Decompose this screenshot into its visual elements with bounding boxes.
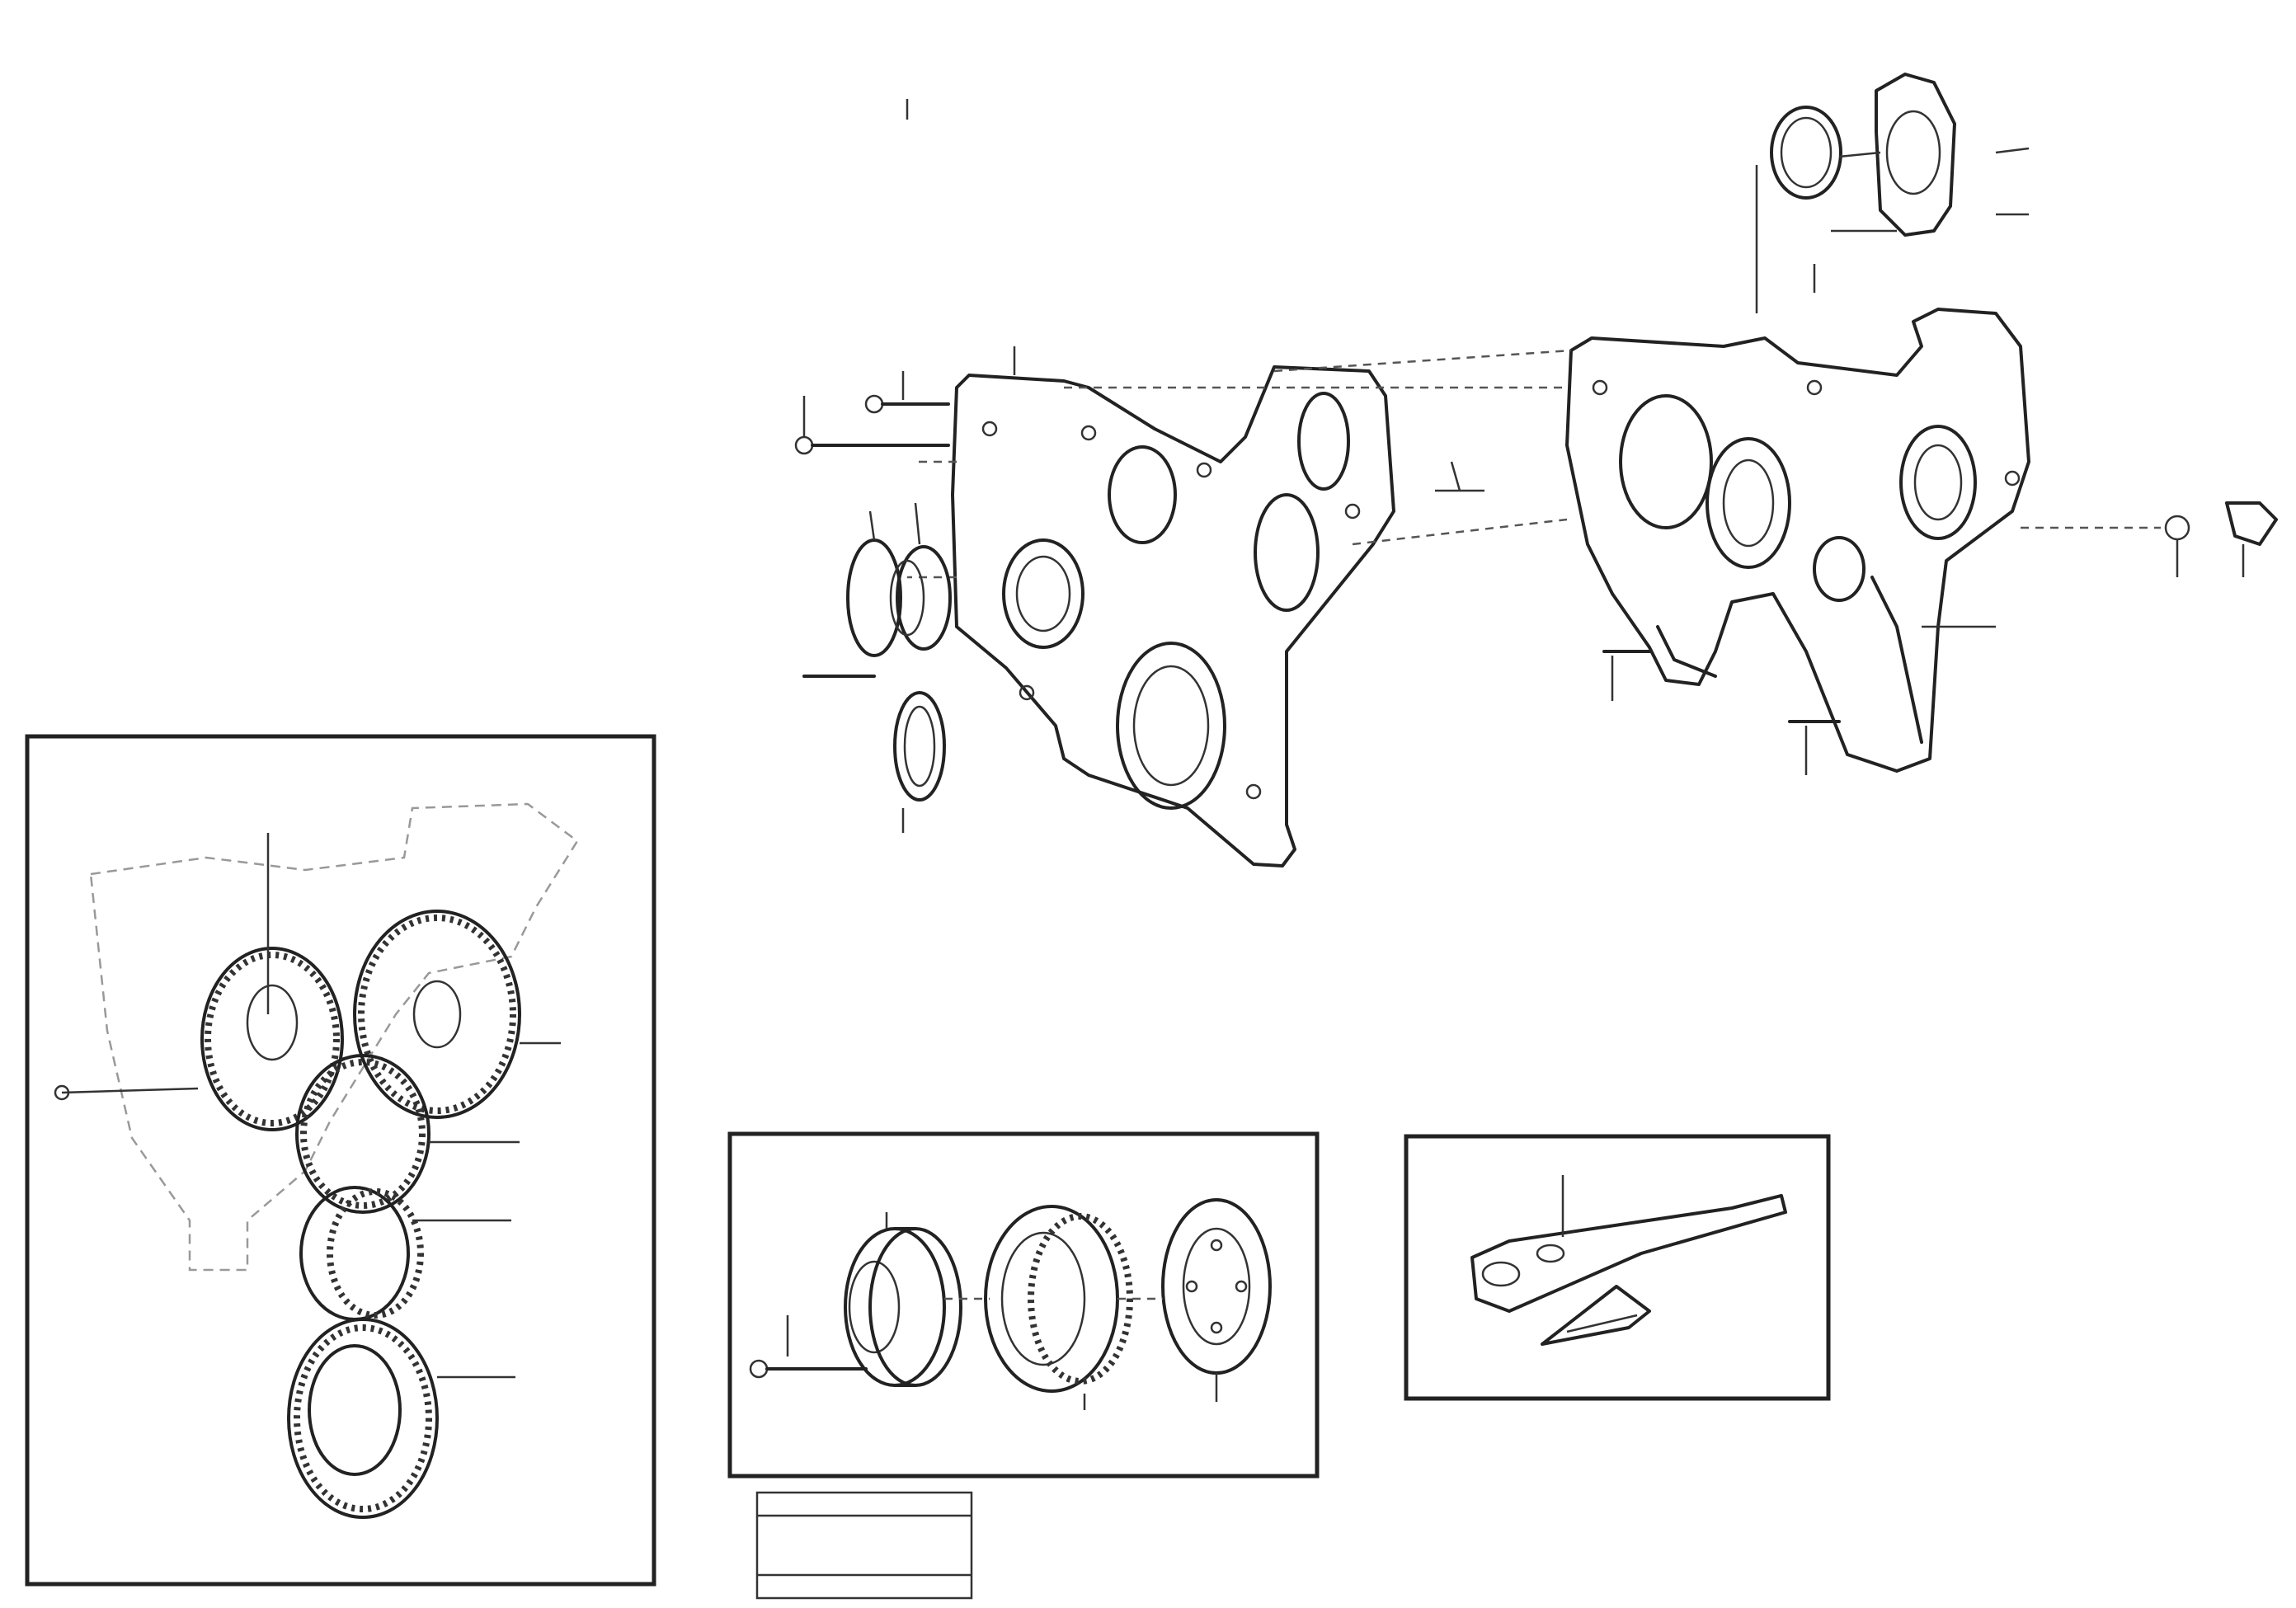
- hub: [844, 1227, 962, 1387]
- seal-ring-inner: [889, 545, 952, 651]
- engine-block-outline: [89, 802, 579, 1272]
- pulley-hub: [287, 1318, 439, 1519]
- inset-bracket: [1404, 1134, 1831, 1401]
- seal-ring-outer: [846, 538, 902, 657]
- crankshaft-gear: [299, 1186, 424, 1321]
- inset-gear-train: [25, 734, 656, 1587]
- inset-pulley-damper: [727, 1131, 1320, 1479]
- camshaft-gear: [200, 947, 344, 1131]
- bolt-rear-bottom: [1602, 650, 1841, 723]
- damper-ring: [984, 1205, 1133, 1393]
- oil-seal: [893, 691, 946, 802]
- rear-housing: [1565, 308, 2030, 773]
- cover-plate-small: [1875, 73, 1956, 237]
- pulley-disc: [1161, 1198, 1272, 1375]
- bolt-left-top: [864, 394, 950, 414]
- pulley-bolt: [749, 1359, 868, 1379]
- idler-gear-large: [353, 910, 521, 1119]
- reference-stamp: [755, 1491, 973, 1600]
- bolt-right: [2164, 501, 2278, 546]
- timing-cover-plate: [951, 365, 1395, 867]
- bracket-tool: [1470, 1194, 1787, 1346]
- intermediate-gear: [295, 1054, 430, 1214]
- bolt-left-mid: [794, 435, 950, 455]
- o-ring-seal: [1770, 106, 1842, 200]
